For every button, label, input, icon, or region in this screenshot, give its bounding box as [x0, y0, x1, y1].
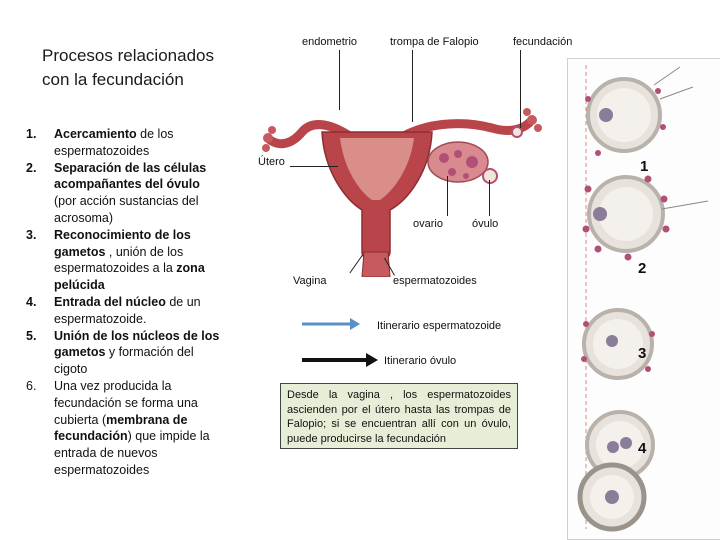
title-line-2: con la fecundación — [42, 68, 272, 92]
cell-number-2: 2 — [638, 260, 646, 277]
step-text: Separación de las células acompañantes d… — [54, 161, 206, 192]
step-number: 5. — [26, 328, 36, 345]
step-item: 2. Separación de las células acompañantes… — [24, 160, 224, 227]
egg-path-arrow — [300, 352, 380, 368]
label-trompa: trompa de Falopio — [390, 36, 479, 48]
step-text: Entrada del núcleo — [54, 295, 166, 309]
step-number: 3. — [26, 227, 36, 244]
cell-stage-2 — [583, 176, 709, 261]
leader-ovulo — [489, 180, 490, 216]
cell-number-4: 4 — [638, 440, 646, 457]
step-item: 5.Unión de los núcleos de los gametos y … — [24, 328, 224, 378]
vagina — [362, 252, 390, 277]
step-item: 4.Entrada del núcleo de un espermatozoid… — [24, 294, 224, 328]
label-espermatozoides: espermatozoides — [393, 275, 477, 287]
leader-utero — [290, 166, 338, 167]
label-fecundacion: fecundación — [513, 36, 572, 48]
ovulated-egg — [483, 169, 497, 183]
sperm-path-arrow — [300, 316, 362, 332]
legend-sperm-label: Itinerario espermatozoide — [377, 320, 501, 332]
step-number: 6. — [26, 378, 36, 395]
info-box: Desde la vagina , los espermatozoides as… — [280, 383, 518, 449]
cell-number-1: 1 — [640, 158, 648, 175]
tube-egg — [512, 127, 522, 137]
label-vagina: Vagina — [293, 275, 326, 287]
label-endometrio: endometrio — [302, 36, 357, 48]
label-ovario: ovario — [413, 218, 443, 230]
step-text: Acercamiento — [54, 127, 137, 141]
label-utero: Útero — [258, 156, 285, 168]
page-title: Procesos relacionados con la fecundación — [42, 44, 272, 92]
step-text: (por acción sustancias del acrosoma) — [54, 194, 199, 225]
label-ovulo: óvulo — [472, 218, 498, 230]
fertilization-sequence-illustration — [568, 59, 718, 537]
title-line-1: Procesos relacionados — [42, 44, 272, 68]
cell-stage-3 — [581, 310, 655, 378]
cell-number-3: 3 — [638, 345, 646, 362]
leader-endometrio — [339, 50, 340, 110]
step-number: 4. — [26, 294, 36, 311]
step-number: 1. — [26, 126, 36, 143]
step-item: 6.Una vez producida la fecundación se fo… — [24, 378, 224, 479]
step-item: 1.Acercamiento de los espermatozoides — [24, 126, 224, 160]
leader-fecundacion — [520, 50, 521, 128]
step-item: 3.Reconocimiento de los gametos , unión … — [24, 227, 224, 294]
step-number: 2. — [26, 160, 36, 177]
leader-trompa — [412, 50, 413, 122]
legend-egg-label: Itinerario óvulo — [384, 355, 456, 367]
cell-stage-5 — [580, 465, 644, 529]
ovary — [428, 142, 488, 182]
leader-ovario — [447, 176, 448, 216]
cell-stage-1 — [585, 67, 693, 156]
